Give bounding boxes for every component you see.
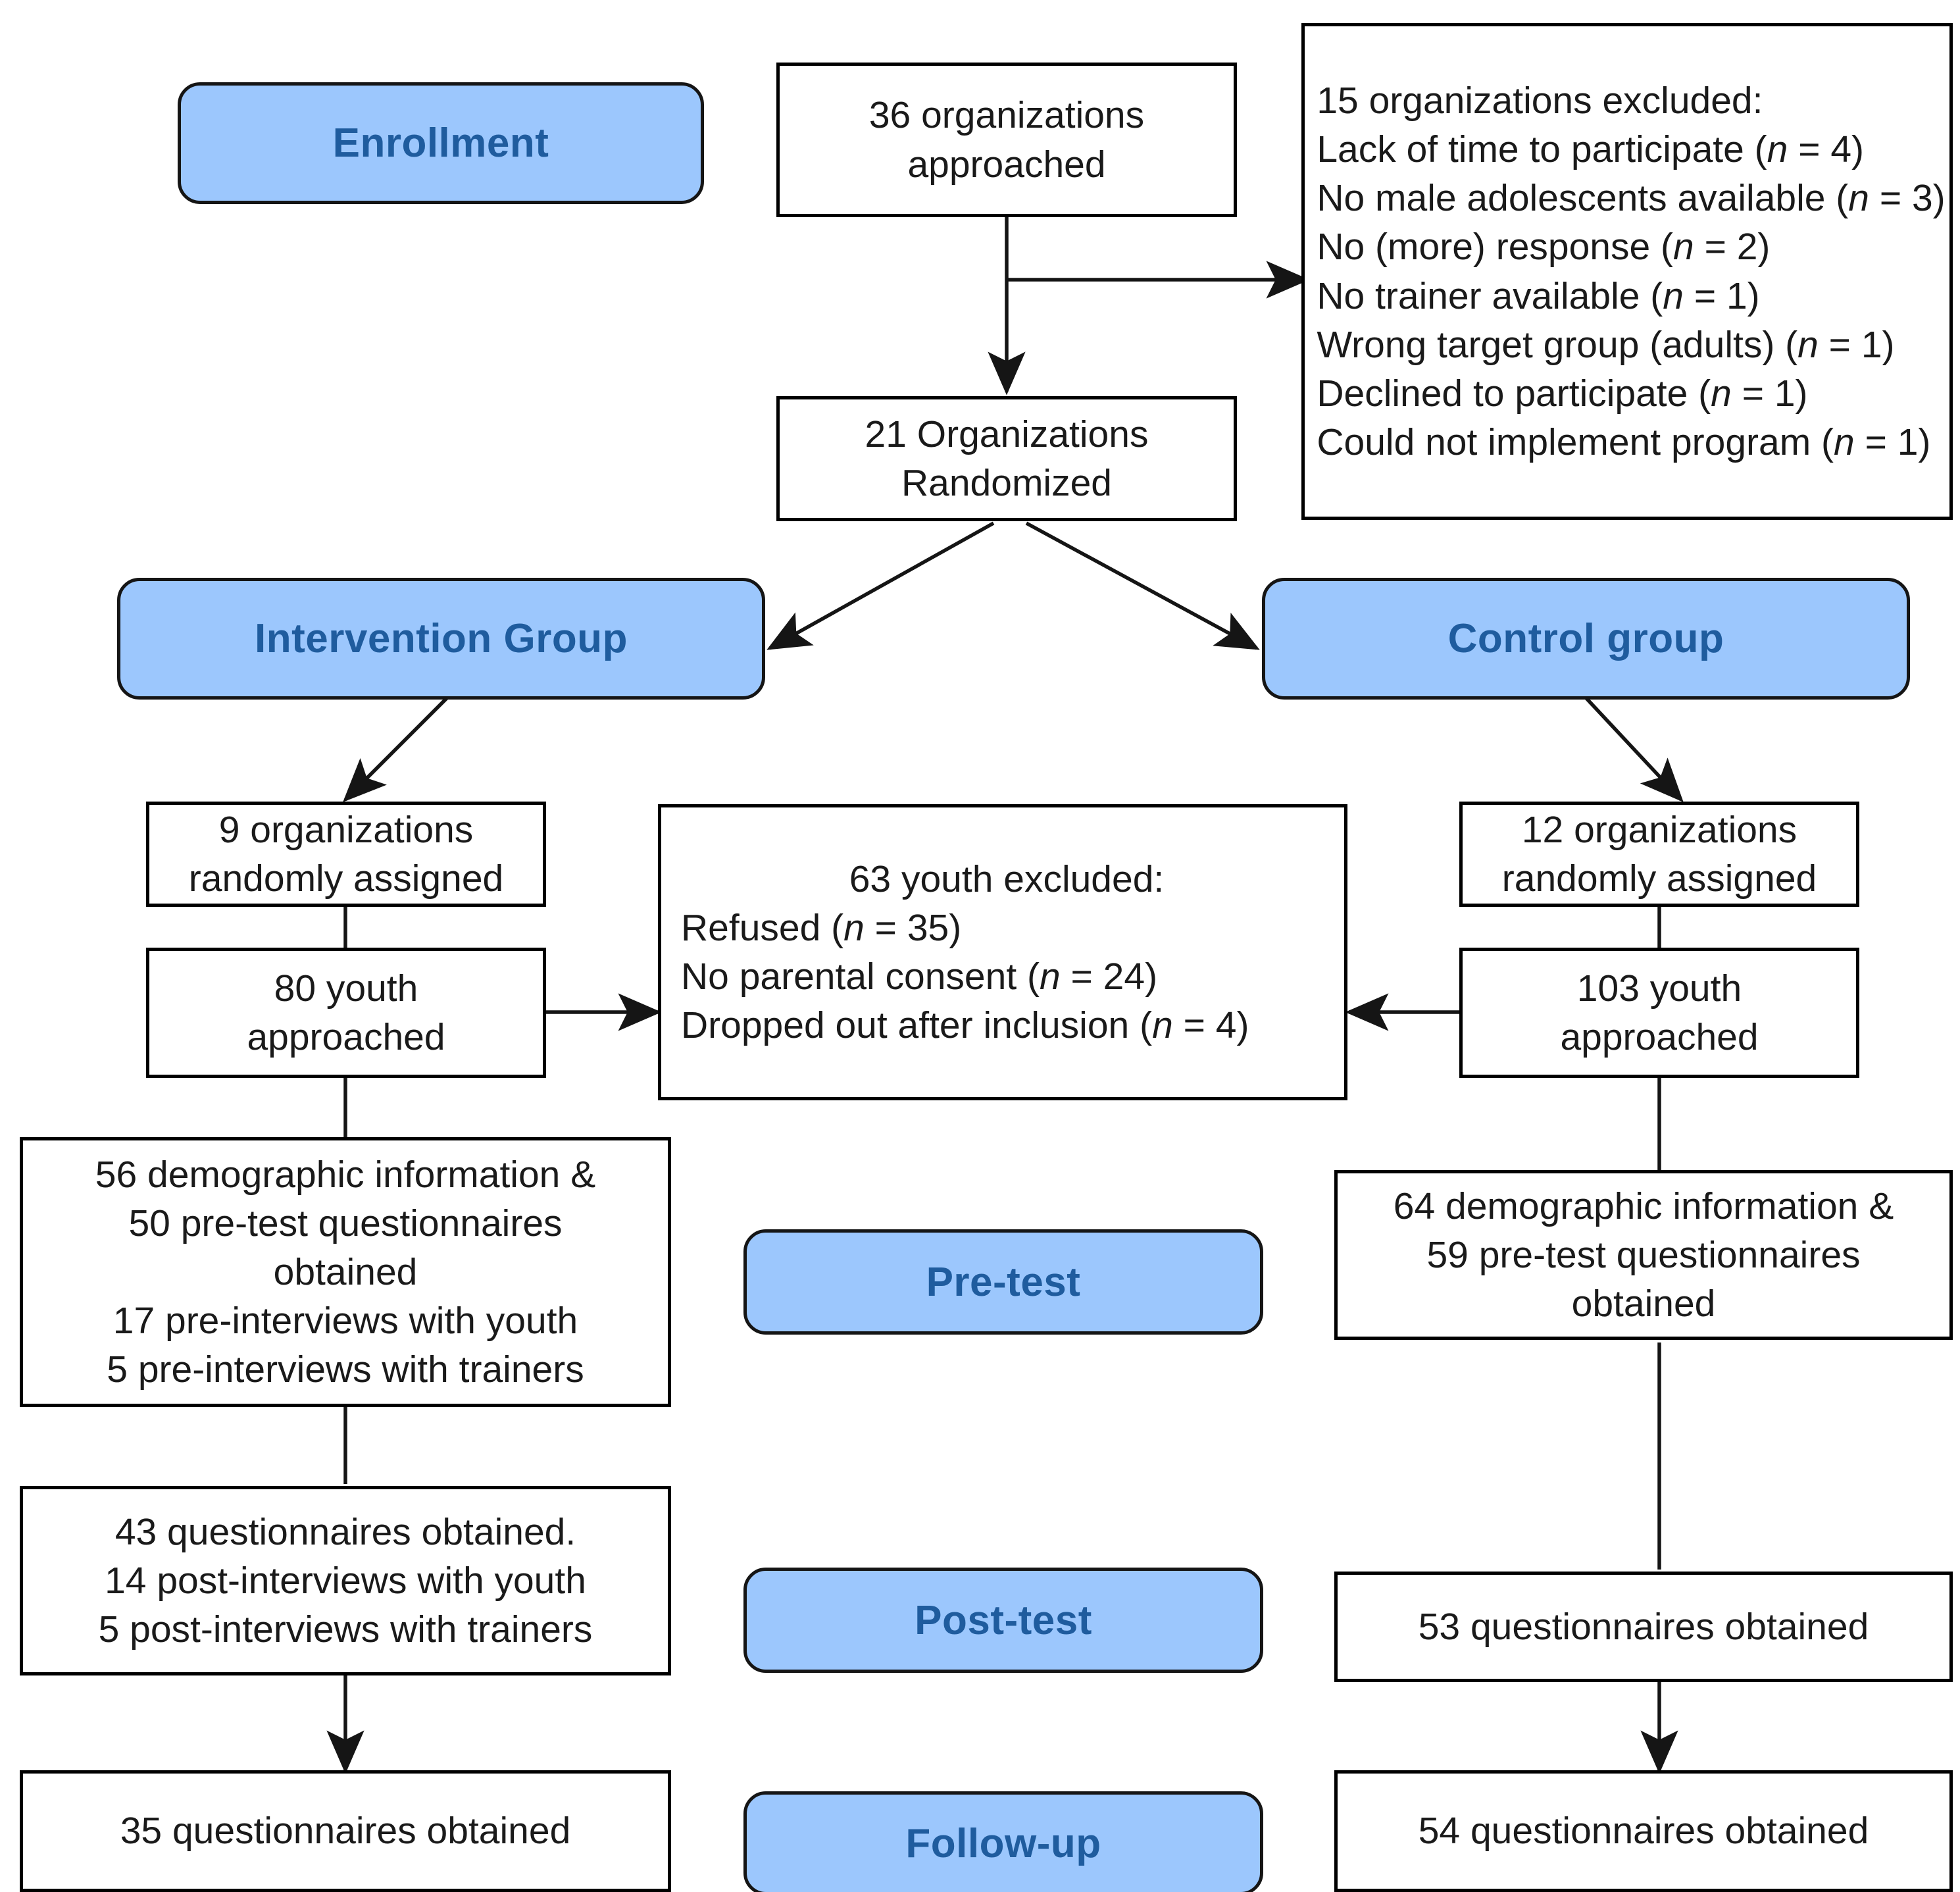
control-pretest-line1: 64 demographic information & bbox=[1393, 1185, 1894, 1227]
intervention-orgs-line2: randomly assigned bbox=[188, 857, 504, 900]
box-intervention-posttest-results: 43 questionnaires obtained. 14 post-inte… bbox=[20, 1486, 671, 1675]
intervention-orgs-line1: 9 organizations bbox=[218, 808, 474, 851]
intervention-pretest-line3: obtained bbox=[273, 1250, 418, 1293]
box-organizations-randomized: 21 Organizations Randomized bbox=[776, 396, 1237, 521]
control-posttest-line1: 53 questionnaires obtained bbox=[1418, 1605, 1869, 1648]
edge-randomized-to-control bbox=[1025, 521, 1260, 650]
youth-exclusions-header: 63 youth excluded: bbox=[849, 857, 1165, 900]
box-intervention-posttest-results-text: 43 questionnaires obtained. 14 post-inte… bbox=[23, 1508, 668, 1654]
control-pretest-line3: obtained bbox=[1571, 1283, 1716, 1325]
box-intervention-followup-results: 35 questionnaires obtained bbox=[20, 1770, 671, 1892]
intervention-pretest-line2: 50 pre-test questionnaires bbox=[128, 1202, 563, 1244]
intervention-posttest-line3: 5 post-interviews with trainers bbox=[98, 1608, 593, 1651]
box-youth-excluded-text: 63 youth excluded: Refused (n = 35) No p… bbox=[661, 855, 1344, 1050]
intervention-posttest-line1: 43 questionnaires obtained. bbox=[114, 1510, 576, 1553]
box-intervention-followup-results-text: 35 questionnaires obtained bbox=[23, 1806, 668, 1855]
youth-exclusion-row: No parental consent (n = 24) bbox=[681, 956, 1158, 998]
box-organizations-approached-text: 36 organizations approached bbox=[780, 91, 1234, 188]
stage-label-enrollment: Enrollment bbox=[178, 82, 704, 204]
orgs-approached-line2: approached bbox=[907, 143, 1106, 186]
edge-control-to-orgs bbox=[1584, 696, 1684, 803]
control-followup-line1: 54 questionnaires obtained bbox=[1418, 1810, 1869, 1853]
box-control-followup-results-text: 54 questionnaires obtained bbox=[1338, 1806, 1949, 1855]
intervention-followup-line1: 35 questionnaires obtained bbox=[120, 1810, 571, 1853]
box-intervention-pretest-results: 56 demographic information & 50 pre-test… bbox=[20, 1137, 671, 1407]
stage-label-intervention-group: Intervention Group bbox=[117, 578, 765, 700]
box-organizations-randomized-text: 21 Organizations Randomized bbox=[780, 410, 1234, 507]
org-exclusion-row: No (more) response (n = 2) bbox=[1317, 226, 1771, 268]
org-exclusions-header: 15 organizations excluded: bbox=[1317, 80, 1763, 122]
stage-label-post-test: Post-test bbox=[743, 1568, 1263, 1673]
control-orgs-line1: 12 organizations bbox=[1521, 808, 1797, 851]
intervention-posttest-line2: 14 post-interviews with youth bbox=[105, 1559, 586, 1602]
box-youth-excluded: 63 youth excluded: Refused (n = 35) No p… bbox=[658, 804, 1347, 1100]
box-control-followup-results: 54 questionnaires obtained bbox=[1334, 1770, 1953, 1892]
intervention-youth-line2: approached bbox=[247, 1016, 445, 1058]
org-exclusion-row: No male adolescents available (n = 3) bbox=[1317, 177, 1946, 220]
stage-label-control-group: Control group bbox=[1262, 578, 1910, 700]
box-organizations-excluded: 15 organizations excluded: Lack of time … bbox=[1301, 23, 1953, 520]
orgs-approached-line1: 36 organizations bbox=[868, 94, 1145, 137]
youth-exclusion-row: Dropped out after inclusion (n = 4) bbox=[681, 1004, 1249, 1047]
org-exclusion-row: Could not implement program (n = 1) bbox=[1317, 421, 1931, 463]
control-youth-line1: 103 youth bbox=[1576, 967, 1742, 1010]
stage-label-follow-up: Follow-up bbox=[743, 1791, 1263, 1892]
orgs-randomized-line2: Randomized bbox=[901, 462, 1112, 504]
box-intervention-orgs-assigned: 9 organizations randomly assigned bbox=[146, 802, 546, 907]
box-control-pretest-results-text: 64 demographic information & 59 pre-test… bbox=[1338, 1182, 1949, 1328]
box-control-youth-approached-text: 103 youth approached bbox=[1463, 964, 1856, 1061]
control-orgs-line2: randomly assigned bbox=[1501, 857, 1817, 900]
stage-label-control-group-text: Control group bbox=[1447, 616, 1724, 661]
intervention-pretest-line4: 17 pre-interviews with youth bbox=[113, 1300, 578, 1342]
box-control-pretest-results: 64 demographic information & 59 pre-test… bbox=[1334, 1170, 1953, 1340]
org-exclusion-row: No trainer available (n = 1) bbox=[1317, 274, 1760, 317]
control-pretest-line2: 59 pre-test questionnaires bbox=[1426, 1233, 1861, 1276]
box-organizations-excluded-text: 15 organizations excluded: Lack of time … bbox=[1297, 76, 1957, 467]
org-exclusion-row: Wrong target group (adults) (n = 1) bbox=[1317, 323, 1895, 366]
stage-label-enrollment-text: Enrollment bbox=[332, 120, 549, 166]
box-control-orgs-assigned-text: 12 organizations randomly assigned bbox=[1463, 805, 1856, 903]
box-control-orgs-assigned: 12 organizations randomly assigned bbox=[1459, 802, 1859, 907]
stage-label-pre-test-text: Pre-test bbox=[926, 1259, 1081, 1305]
stage-label-pre-test: Pre-test bbox=[743, 1229, 1263, 1335]
edge-intervention-to-orgs bbox=[343, 696, 449, 802]
stage-label-follow-up-text: Follow-up bbox=[905, 1820, 1101, 1866]
org-exclusion-row: Declined to participate (n = 1) bbox=[1317, 372, 1808, 415]
box-control-youth-approached: 103 youth approached bbox=[1459, 948, 1859, 1078]
stage-label-post-test-text: Post-test bbox=[915, 1597, 1092, 1643]
intervention-youth-line1: 80 youth bbox=[274, 967, 418, 1010]
edge-randomized-to-intervention bbox=[766, 521, 995, 650]
box-intervention-orgs-assigned-text: 9 organizations randomly assigned bbox=[149, 805, 543, 903]
box-intervention-pretest-results-text: 56 demographic information & 50 pre-test… bbox=[23, 1150, 668, 1394]
box-intervention-youth-approached-text: 80 youth approached bbox=[149, 964, 543, 1061]
box-control-posttest-results: 53 questionnaires obtained bbox=[1334, 1572, 1953, 1682]
youth-exclusion-row: Refused (n = 35) bbox=[681, 906, 962, 949]
orgs-randomized-line1: 21 Organizations bbox=[865, 413, 1149, 455]
box-organizations-approached: 36 organizations approached bbox=[776, 63, 1237, 217]
control-youth-line2: approached bbox=[1560, 1016, 1759, 1058]
intervention-pretest-line1: 56 demographic information & bbox=[95, 1153, 596, 1196]
intervention-pretest-line5: 5 pre-interviews with trainers bbox=[107, 1348, 584, 1391]
box-control-posttest-results-text: 53 questionnaires obtained bbox=[1338, 1602, 1949, 1651]
stage-label-intervention-group-text: Intervention Group bbox=[255, 616, 628, 661]
org-exclusion-row: Lack of time to participate (n = 4) bbox=[1317, 128, 1865, 171]
box-intervention-youth-approached: 80 youth approached bbox=[146, 948, 546, 1078]
